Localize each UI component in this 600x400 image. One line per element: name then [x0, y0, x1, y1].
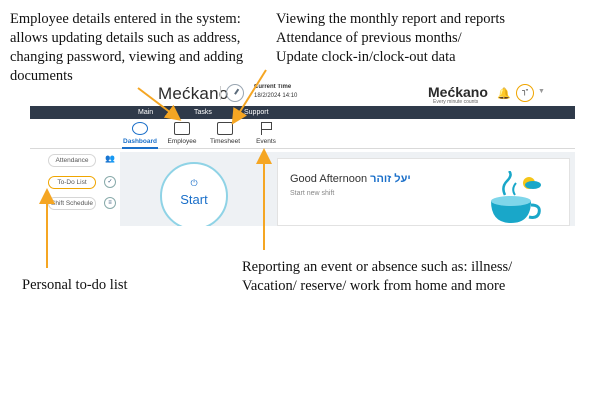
check-icon[interactable]: ✓ — [104, 176, 116, 188]
annotation-events: Reporting an event or absence such as: i… — [242, 258, 512, 296]
app-screenshot: Mećkano Current Time 18/2/2024 14:10 Meć… — [30, 84, 575, 226]
tab-label: Timesheet — [209, 138, 241, 145]
sidebar-item-attendance[interactable]: Attendance — [48, 154, 96, 167]
bell-icon[interactable]: 🔔 — [497, 88, 511, 100]
nav-support[interactable]: Support — [244, 109, 269, 116]
annotation-todo: Personal to-do list — [22, 277, 128, 293]
sidebar: Attendance 👥 To-Do List ✓ Shift Schedule… — [30, 152, 118, 226]
tab-timesheet[interactable]: Timesheet — [203, 119, 247, 149]
greeting-subtitle: Start new shift — [290, 190, 335, 197]
start-label: Start — [180, 192, 208, 207]
dashboard-panel: ⏻ Start Good Afternoon יעל זוהר Start ne… — [120, 152, 575, 226]
power-icon: ⏻ — [190, 178, 198, 188]
nav-main[interactable]: Main — [138, 109, 154, 116]
greeting-text: Good Afternoon יעל זוהר — [290, 173, 411, 185]
users-icon[interactable]: 👥 — [105, 154, 115, 163]
tab-employee[interactable]: Employee — [160, 119, 204, 149]
tab-label: Dashboard — [123, 138, 157, 145]
top-bar: Mećkano Current Time 18/2/2024 14:10 Meć… — [30, 84, 575, 106]
main-navbar: Main Tasks Support — [30, 106, 575, 119]
calendar-icon — [217, 122, 233, 135]
tab-label: Employee — [167, 138, 197, 145]
avatar[interactable]: ך" — [516, 84, 534, 102]
greeting-word: Good Afternoon — [290, 173, 368, 185]
sidebar-item-todo[interactable]: To-Do List — [48, 176, 96, 189]
brand-logo: Mećkano — [158, 84, 229, 103]
annotation-employee: Employee details entered in the system: … — [10, 10, 260, 86]
annotation-line: documents — [10, 68, 73, 84]
annotation-line: changing password, viewing and adding — [10, 49, 244, 65]
annotation-timesheet: Viewing the monthly report and reports A… — [276, 10, 505, 67]
tab-label: Events — [256, 138, 276, 145]
schedule-icon[interactable]: ≡ — [104, 197, 116, 209]
chevron-down-icon[interactable]: ▼ — [538, 88, 545, 95]
divider — [220, 86, 221, 100]
annotation-line: Attendance of previous months/ — [276, 30, 462, 46]
clock-icon — [226, 84, 244, 102]
start-shift-button[interactable]: ⏻ Start — [160, 162, 228, 226]
annotation-line: Employee details entered in the system: — [10, 11, 241, 27]
gauge-icon — [132, 122, 148, 135]
sub-navbar: Dashboard Employee Timesheet Events — [30, 119, 575, 149]
nav-tasks[interactable]: Tasks — [194, 109, 212, 116]
id-card-icon — [174, 122, 190, 135]
greeting-card: Good Afternoon יעל זוהר Start new shift — [277, 158, 570, 226]
active-tab-underline — [122, 147, 158, 149]
annotation-line: Viewing the monthly report and reports — [276, 11, 506, 27]
annotation-line: Vacation/ reserve/ work from home and mo… — [242, 278, 506, 294]
flag-icon — [261, 122, 272, 135]
tab-events[interactable]: Events — [244, 119, 288, 149]
current-time-label: Current Time — [254, 84, 292, 90]
annotation-line: allows updating details such as address, — [10, 30, 241, 46]
sidebar-item-shift-schedule[interactable]: Shift Schedule — [48, 197, 96, 210]
tab-dashboard[interactable]: Dashboard — [118, 119, 162, 149]
user-name: יעל זוהר — [370, 173, 411, 185]
current-time-value: 18/2/2024 14:10 — [254, 93, 298, 99]
annotation-line: Update clock-in/clock-out data — [276, 49, 456, 65]
annotation-line: Reporting an event or absence such as: i… — [242, 259, 513, 275]
brand-logo-right: Mećkano — [428, 84, 488, 100]
brand-tagline: Every minute counts — [433, 99, 479, 105]
coffee-cup-icon — [491, 171, 541, 223]
